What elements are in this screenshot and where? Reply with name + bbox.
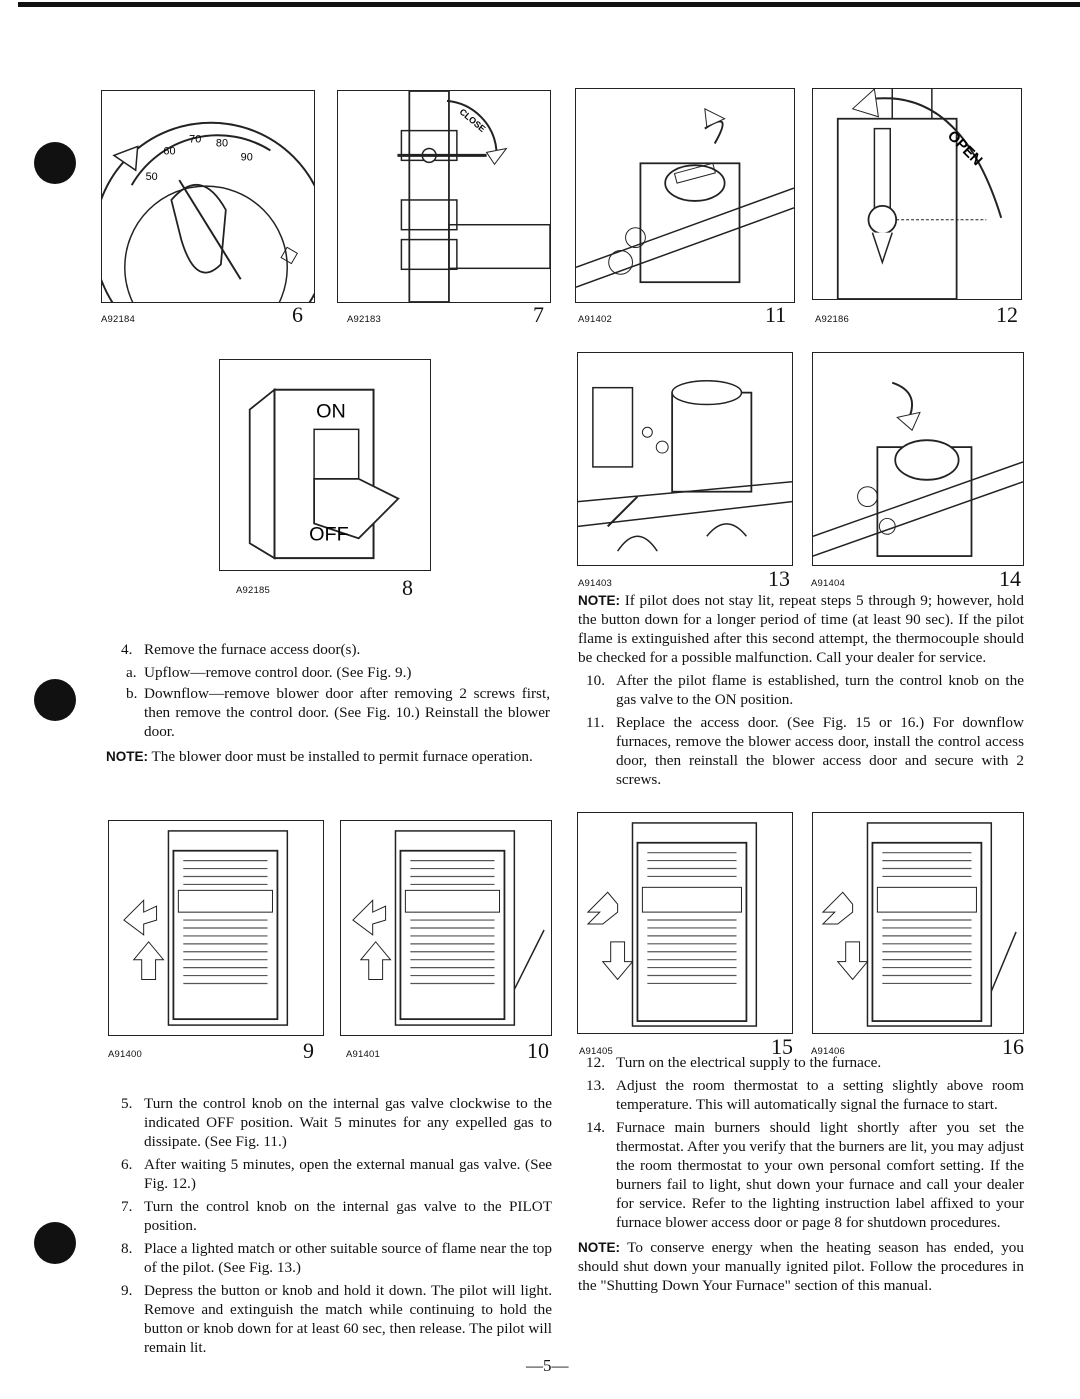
step-number: 7. [121, 1198, 133, 1215]
figure-12-number: 12 [996, 302, 1018, 327]
step-text: Adjust the room thermostat to a setting … [616, 1077, 1024, 1113]
switch-off-label: OFF [309, 523, 349, 545]
top-rule [18, 2, 1080, 7]
dial-label: 80 [216, 137, 228, 149]
step-number: 5. [121, 1095, 133, 1112]
step-text: After the pilot flame is established, tu… [616, 672, 1024, 708]
step-14: 14. Furnace main burners should light sho… [578, 1118, 1024, 1232]
step-text: Replace the access door. (See Fig. 15 or… [616, 714, 1024, 788]
step-text: Place a lighted match or other suitable … [144, 1240, 552, 1276]
step-text: Turn the control knob on the internal ga… [144, 1095, 552, 1150]
step-11: 11. Replace the access door. (See Fig. 15… [578, 713, 1024, 789]
steps-5-9-section: 5. Turn the control knob on the internal … [106, 1094, 552, 1361]
figure-6-dial-illustration: 70 80 90 60 50 [101, 90, 315, 303]
figure-13-number: 13 [768, 566, 790, 591]
step-text: Furnace main burners should light shortl… [616, 1119, 1024, 1231]
figure-8-number: 8 [402, 575, 413, 600]
steps-12-14-section: 12. Turn on the electrical supply to the … [578, 1053, 1024, 1299]
step-number: 10. [586, 672, 605, 689]
step-number: 13. [586, 1077, 605, 1094]
figure-16-replace-door-illustration [812, 812, 1024, 1034]
step-8: 8. Place a lighted match or other suitabl… [106, 1239, 552, 1277]
figure-14-number: 14 [999, 566, 1021, 591]
step-number: a. [126, 664, 137, 681]
steps-4-section: 4. Remove the furnace access door(s). a. U… [106, 640, 550, 770]
figure-16-number: 16 [1002, 1034, 1024, 1059]
dial-label: 70 [189, 134, 201, 146]
binder-hole [34, 679, 76, 721]
figure-15-replace-door-illustration [577, 812, 793, 1034]
step-text: Depress the button or knob and hold it d… [144, 1282, 552, 1356]
figure-8-power-switch-illustration: ON OFF [219, 359, 431, 571]
figure-16-code: A91406 [811, 1046, 845, 1057]
figure-9-upflow-door-illustration [108, 820, 324, 1036]
figure-8-code: A92185 [236, 585, 270, 596]
step-number: 14. [586, 1119, 605, 1136]
step-number: 6. [121, 1156, 133, 1173]
step-4a: a. Upflow—remove control door. (See Fig. … [106, 663, 550, 682]
note-pilot: NOTE: If pilot does not stay lit, repeat… [578, 591, 1024, 667]
step-5: 5. Turn the control knob on the internal … [106, 1094, 552, 1151]
figure-10-downflow-door-illustration [340, 820, 552, 1036]
figure-14-knob-on-illustration [812, 352, 1024, 566]
step-10: 10. After the pilot flame is established,… [578, 671, 1024, 709]
step-text: Downflow—remove blower door after removi… [144, 685, 550, 740]
open-label: OPEN [944, 128, 985, 169]
figure-6-code: A92184 [101, 314, 135, 325]
step-number: 9. [121, 1282, 133, 1299]
step-7: 7. Turn the control knob on the internal … [106, 1197, 552, 1235]
step-text: After waiting 5 minutes, open the extern… [144, 1156, 552, 1192]
figure-10-code: A91401 [346, 1049, 380, 1060]
figure-11-number: 11 [765, 302, 787, 327]
step-6: 6. After waiting 5 minutes, open the exte… [106, 1155, 552, 1193]
binder-hole [34, 1222, 76, 1264]
note-blower-door: NOTE: The blower door must be installed … [106, 747, 550, 766]
step-text: Turn on the electrical supply to the fur… [616, 1054, 882, 1071]
figure-15-code: A91405 [579, 1046, 613, 1057]
note-label: NOTE: [578, 1240, 620, 1255]
steps-10-11-section: NOTE: If pilot does not stay lit, repeat… [578, 591, 1024, 793]
step-9: 9. Depress the button or knob and hold it… [106, 1281, 552, 1357]
figure-7-valve-close-illustration: CLOSE [337, 90, 551, 303]
note-text: To conserve energy when the heating seas… [578, 1239, 1024, 1294]
note-label: NOTE: [578, 593, 620, 608]
dial-label: 90 [241, 151, 253, 163]
figure-11-code: A91402 [578, 314, 612, 325]
switch-on-label: ON [316, 400, 346, 422]
step-text: Upflow—remove control door. (See Fig. 9.… [144, 664, 412, 681]
note-label: NOTE: [106, 749, 148, 764]
step-number: 11. [586, 714, 605, 731]
step-13: 13. Adjust the room thermostat to a setti… [578, 1076, 1024, 1114]
binder-hole [34, 142, 76, 184]
step-text: Remove the furnace access door(s). [144, 641, 361, 658]
figure-11-gas-valve-illustration [575, 88, 795, 303]
dial-label: 60 [163, 145, 175, 157]
figure-13-pilot-lighting-illustration [577, 352, 793, 566]
figure-10-number: 10 [527, 1038, 549, 1063]
figure-6-number: 6 [292, 302, 303, 327]
step-text: Turn the control knob on the internal ga… [144, 1198, 552, 1234]
note-conserve-energy: NOTE: To conserve energy when the heatin… [578, 1238, 1024, 1295]
figure-9-number: 9 [303, 1038, 314, 1063]
step-number: 12. [586, 1054, 605, 1071]
step-number: 4. [121, 641, 133, 658]
step-number: b. [126, 685, 138, 702]
page-number: —5— [526, 1356, 569, 1375]
step-12: 12. Turn on the electrical supply to the … [578, 1053, 1024, 1072]
figure-7-code: A92183 [347, 314, 381, 325]
note-text: The blower door must be installed to per… [151, 748, 533, 765]
dial-label: 50 [146, 171, 158, 183]
figure-12-valve-open-illustration: OPEN [812, 88, 1022, 300]
figure-12-code: A92186 [815, 314, 849, 325]
note-text: If pilot does not stay lit, repeat steps… [578, 592, 1024, 666]
figure-15-number: 15 [771, 1034, 793, 1059]
figure-9-code: A91400 [108, 1049, 142, 1060]
figure-14-code: A91404 [811, 578, 845, 589]
figure-7-number: 7 [533, 302, 544, 327]
step-number: 8. [121, 1240, 133, 1257]
figure-13-code: A91403 [578, 578, 612, 589]
step-4: 4. Remove the furnace access door(s). [106, 640, 550, 659]
step-4b: b. Downflow—remove blower door after remo… [106, 684, 550, 741]
